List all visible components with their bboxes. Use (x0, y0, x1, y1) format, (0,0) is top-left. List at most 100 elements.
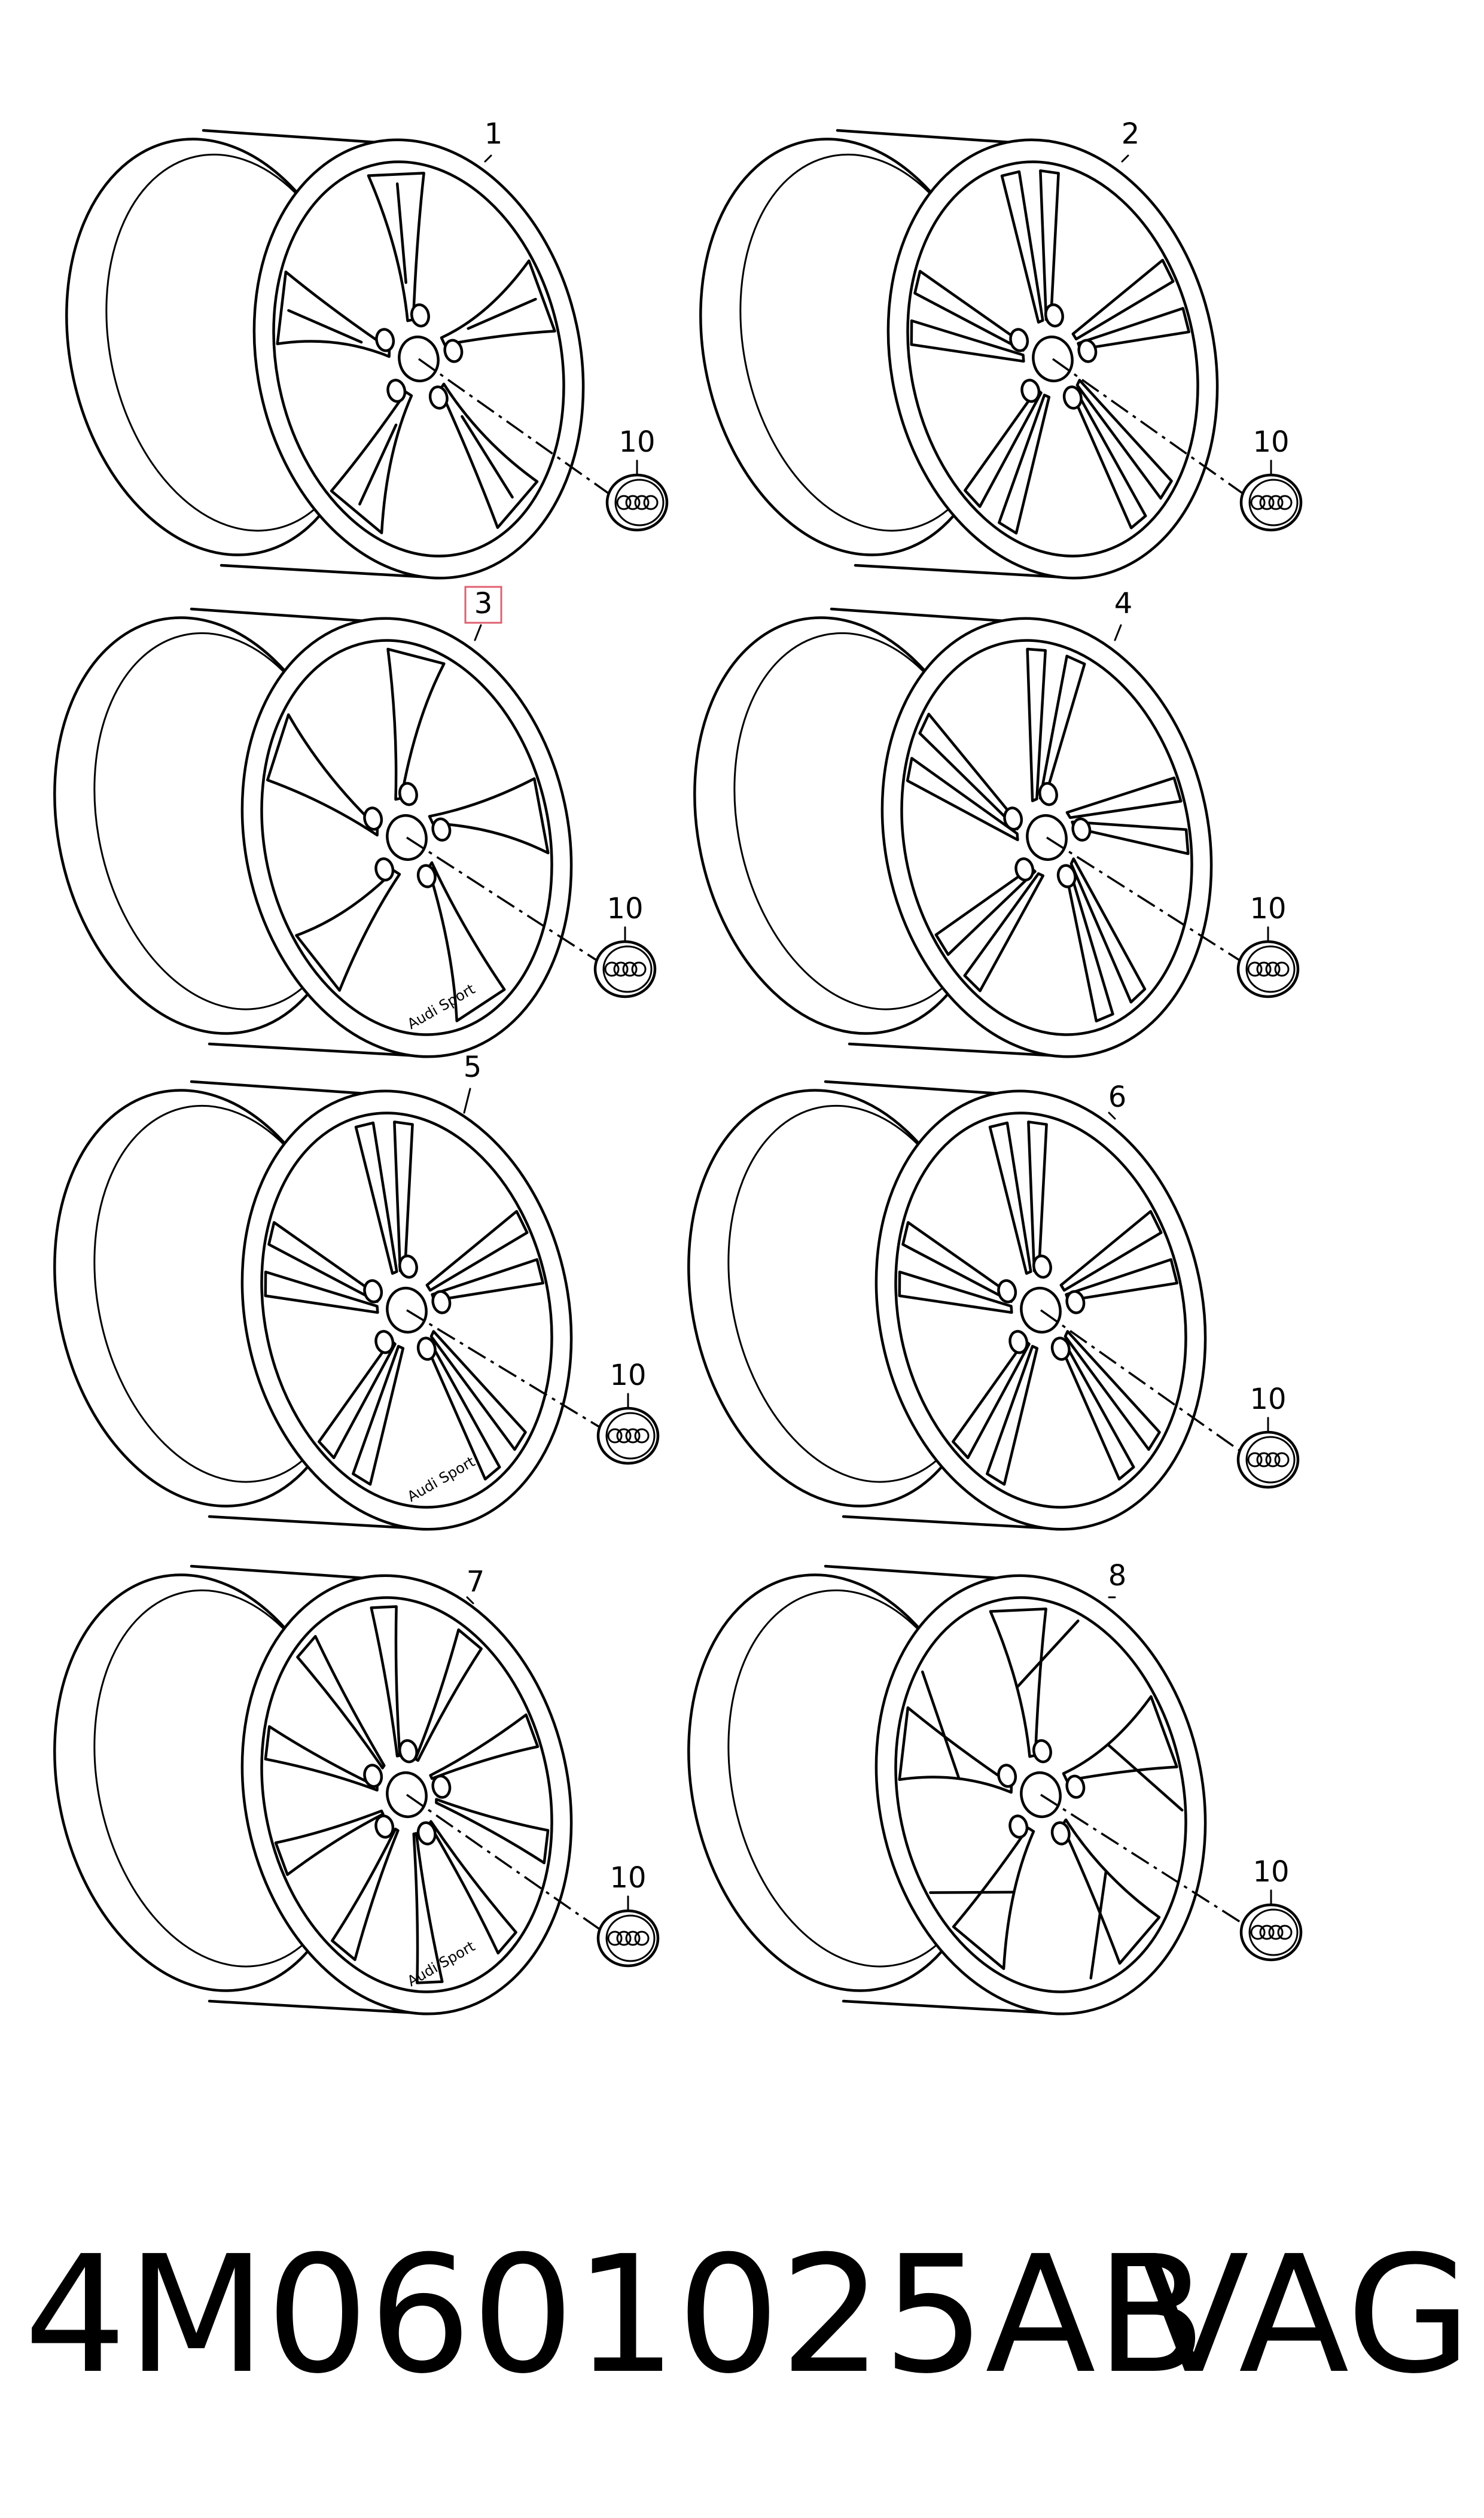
cap-callout-label: 10 (1253, 1855, 1289, 1889)
center-cap (596, 1909, 660, 1968)
lug-hole (1020, 379, 1041, 403)
rings-logo-icon (1256, 961, 1272, 977)
wheel-6: 6 10 (687, 1080, 1300, 1531)
spoke (429, 1713, 540, 1780)
lug-hole (374, 1814, 395, 1839)
spoke (370, 1605, 401, 1758)
rings-logo-icon (1265, 961, 1281, 977)
spoke (898, 1706, 1013, 1794)
spoke (435, 1798, 550, 1865)
spoke (461, 415, 514, 499)
rim-lip (900, 639, 1193, 1036)
callout-label: 3 (474, 587, 493, 620)
spoke (428, 777, 550, 855)
spoke (287, 309, 363, 344)
rings-logo-icon (631, 961, 647, 977)
callout-leader (1114, 624, 1122, 641)
rings-logo-icon (634, 495, 650, 510)
callout-label: 6 (1108, 1080, 1127, 1114)
spoke (330, 391, 413, 535)
rings-logo-icon (1250, 1925, 1266, 1940)
spoke (1089, 1871, 1107, 1980)
lug-hole (398, 782, 418, 806)
center-cap-face (1248, 1908, 1299, 1956)
rings-logo-icon (1250, 495, 1266, 510)
lug-hole (416, 1336, 437, 1361)
rings-logo-icon (607, 1931, 623, 1946)
cap-callout-label: 10 (1250, 1383, 1286, 1416)
rings-logo-icon (1277, 495, 1293, 510)
lug-hole (410, 303, 430, 328)
rings-logo-icon (622, 961, 638, 977)
rings-logo-icon (1259, 1925, 1275, 1940)
cap-leader (406, 836, 602, 964)
spoke (988, 1121, 1032, 1275)
callout-leader (463, 1088, 471, 1114)
center-cap (593, 940, 657, 998)
rings-logo-icon (607, 1428, 623, 1444)
wheel-2: 210 (699, 117, 1303, 580)
callout-label: 5 (464, 1051, 482, 1084)
wheel-4: 410 (693, 587, 1300, 1058)
lug-hole (1038, 782, 1058, 806)
footer: 4M0601025AB VAG (24, 2225, 1471, 2405)
center-cap-face (605, 1914, 656, 1962)
spoke (412, 1832, 444, 1984)
spoke (1107, 1744, 1184, 1812)
lug-hole (363, 1764, 383, 1788)
center-cap (1239, 1903, 1303, 1962)
spoke (1026, 647, 1047, 802)
callout-leader (1108, 1112, 1116, 1120)
center-cap-face (1245, 945, 1296, 993)
lug-hole (363, 1279, 383, 1304)
lug-hole (997, 1279, 1017, 1304)
rim-barrel-outline (824, 1080, 1055, 1530)
lug-hole (431, 1290, 452, 1314)
lug-hole (1008, 1330, 1029, 1354)
rim-barrel-outline (190, 1564, 420, 2015)
rings-logo-icon (1247, 961, 1263, 977)
rings-logo-icon (1265, 1452, 1281, 1467)
lug-hole (416, 1821, 437, 1846)
rim-lip (906, 160, 1199, 558)
cap-leader (1040, 1794, 1248, 1928)
lug-hole (1077, 339, 1098, 363)
lug-hole (1003, 806, 1023, 831)
cap-callout-label: 10 (1250, 892, 1286, 925)
part-number: 4M0601025AB (24, 2221, 1207, 2409)
center-cap-face (614, 479, 665, 526)
spoke (1062, 1695, 1178, 1782)
lug-hole (1009, 328, 1029, 352)
spoke (1059, 1210, 1163, 1292)
spoke (414, 1628, 483, 1762)
spoke (1064, 1330, 1161, 1451)
rim-lip (260, 1596, 553, 1993)
lug-hole (1062, 385, 1083, 410)
center-cap-body (1236, 940, 1300, 998)
center-cap-body (1236, 1430, 1300, 1489)
spoke (910, 319, 1025, 363)
center-cap-face (605, 1412, 656, 1460)
rings-logo-icon (625, 1428, 641, 1444)
spoke (426, 861, 506, 1022)
spoke (331, 1827, 400, 1961)
lug-hole (416, 864, 437, 888)
callout-leader (1121, 154, 1129, 163)
rings-logo-icon (625, 495, 641, 510)
rings-logo-icon (1256, 1452, 1272, 1467)
rings-logo-icon (625, 1931, 641, 1946)
spoke (998, 394, 1051, 535)
rings-logo-icon (1268, 495, 1284, 510)
spoke (986, 1345, 1039, 1486)
center-cap (605, 473, 669, 532)
spoke (386, 647, 446, 801)
callout-leader (484, 154, 492, 163)
rim-barrel-outline (190, 607, 420, 1058)
center-cap-body (593, 940, 657, 998)
spoke (425, 1210, 529, 1292)
spoke (1061, 1818, 1161, 1965)
spoke (264, 1270, 379, 1314)
